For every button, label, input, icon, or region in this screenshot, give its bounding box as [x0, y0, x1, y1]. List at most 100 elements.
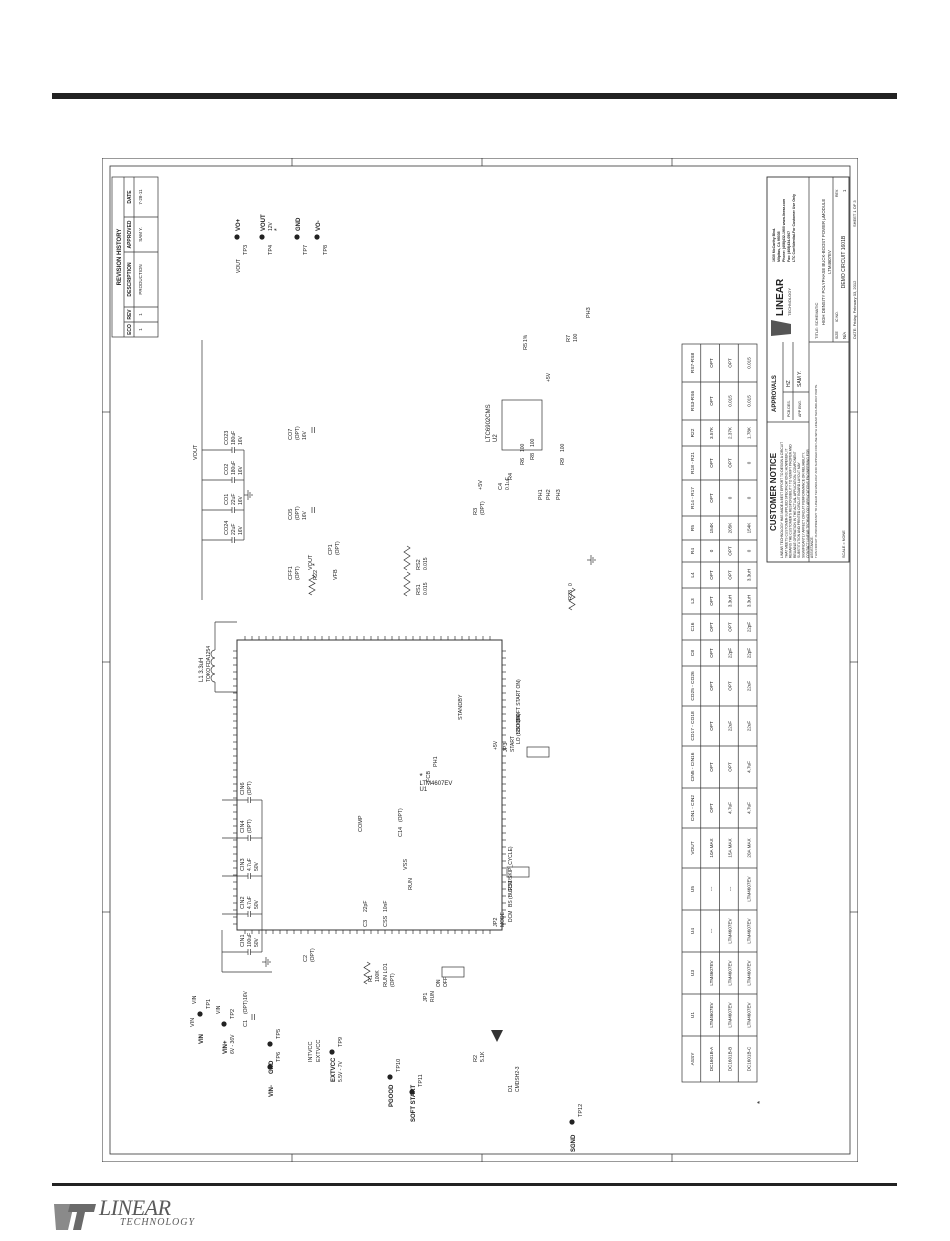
assy-cell: OPT	[728, 762, 733, 772]
assy-cell: OPT	[709, 396, 714, 406]
customer-notice-text: REMAINS THE CUSTOMER'S RESPONSIBILITY TO…	[789, 444, 793, 558]
testpoint-star: *	[274, 228, 281, 231]
rs1-ref: RS1	[416, 584, 422, 595]
testpoint-label: PGOOD	[389, 1084, 395, 1107]
assy-cell: OPT	[728, 570, 733, 580]
assy-cell: LTM4607EV	[728, 959, 733, 985]
revision-header: DATE	[127, 190, 133, 204]
customer-notice-text: LINEAR TECHNOLOGY HAS MADE A BEST EFFORT…	[780, 442, 784, 558]
assy-cell: LTM4607EV	[728, 1001, 733, 1027]
testpoint-net: VOUT	[236, 259, 242, 273]
cap-value: (OPT)	[295, 426, 301, 440]
cff1-ref: CFF1	[288, 566, 294, 580]
schematic-sheet: REVISION HISTORYECOREVDESCRIPTIONAPPROVE…	[102, 158, 858, 1162]
testpoint-label: VIN+	[223, 1040, 229, 1054]
c2-value: (OPT)	[310, 948, 316, 962]
cap-value: 16V	[238, 435, 244, 445]
revision-cell: 7-28-11	[138, 189, 143, 205]
assy-cell: OPT	[709, 721, 714, 731]
cap-value: 16V	[302, 430, 308, 440]
title-line2: LTM4607EV	[827, 250, 832, 274]
cap-ref: CO1	[224, 494, 230, 505]
assy-cell: OPT	[709, 681, 714, 691]
vout-net-label: VOUT	[193, 444, 199, 460]
revision-cell: PRODUCTION	[138, 264, 143, 294]
assy-cell: 15A MAX	[728, 838, 733, 857]
r5-ref: R5	[523, 343, 529, 350]
cap-value: 16V	[238, 525, 244, 535]
r22-ref: R22	[313, 570, 319, 580]
jp3-option: OFF	[516, 714, 522, 724]
testpoint-tp6-icon	[267, 1064, 273, 1070]
cap-value: (OPT)	[295, 506, 301, 520]
assy-cell: OPT	[709, 648, 714, 658]
assy-cell: OPT	[728, 358, 733, 368]
title-disclaimer: THIS CIRCUIT IS PROPRIETARY TO LINEAR TE…	[814, 384, 818, 558]
resistor-r1	[363, 961, 371, 985]
assy-cell: 22pF	[728, 648, 733, 659]
runlo1-ref: RUN LO1	[383, 963, 389, 987]
assy-cell: 1.78K	[746, 426, 751, 439]
jp1-ref: JP1	[423, 993, 429, 1002]
customer-notice-text: CONTACT LINEAR TECHNOLOGY APPLICATIONS E…	[806, 449, 810, 558]
led-d1-icon	[491, 1030, 503, 1042]
u1-module	[236, 639, 503, 931]
assy-cell: 0	[746, 496, 751, 499]
assy-header: U5	[690, 886, 696, 892]
testpoint-sub: 5.5V - 7V	[338, 1060, 344, 1082]
runlo1-value: (OPT)	[390, 973, 396, 987]
testpoint-label: GND	[296, 217, 302, 231]
cap-ref: CO24	[224, 521, 230, 535]
r3-ref: R3	[473, 508, 479, 515]
testpoint-label: SOFT START	[411, 1084, 417, 1122]
d1-ref: D1	[508, 1085, 514, 1092]
rs2-value: 0.015	[423, 557, 429, 570]
assy-cell: 3.3uH	[728, 595, 733, 607]
company-address: Fax: (408)434-0507	[787, 231, 791, 262]
assy-cell: 3.3uH	[746, 569, 751, 581]
assy-header: RS3-RS6	[690, 391, 696, 412]
customer-notice-text: SUBSTITUTION AND PRINTED CIRCUIT BOARD L…	[797, 461, 801, 558]
assy-cell: OPT	[728, 546, 733, 556]
cap-value: (OPT)	[247, 781, 253, 795]
jp3-option: LO (LDO ON)	[516, 713, 522, 744]
jp1-off: OFF	[443, 977, 449, 987]
company-address: LTC Confidential-For Customer Use Only	[792, 194, 796, 262]
inductor-l1-icon	[210, 649, 216, 683]
assy-footnote: *	[756, 1101, 765, 1104]
testpoint-ref: TP6	[276, 1052, 282, 1062]
assy-cell: 22uF	[746, 721, 751, 732]
customer-notice-text: RELIABLE OPERATION IN THE ACTUAL APPLICA…	[793, 451, 797, 558]
testpoint-tp4-icon	[259, 234, 265, 240]
assy-header: C8	[690, 650, 696, 656]
title-scale: SCALE = NONE	[842, 530, 846, 558]
r8-ref: R8	[530, 453, 536, 460]
customer-notice-title: CUSTOMER NOTICE	[769, 452, 778, 531]
approvals-title: APPROVALS	[772, 375, 778, 412]
title-date: DATE: Friday, February 03, 2012	[852, 280, 857, 339]
assy-cell: 4.7uF	[728, 802, 733, 814]
revision-cell: SAM Y.	[138, 227, 143, 242]
u2-oscillator	[501, 399, 543, 451]
testpoint-ref: TP7	[303, 245, 309, 255]
jp2-function: MODE	[500, 911, 506, 927]
customer-notice-text: THAT MEETS CUSTOMER-SUPPLIED SPECIFICATI…	[784, 449, 788, 558]
assy-cell: 3.3uH	[746, 595, 751, 607]
approvals-value: SAM Y.	[797, 371, 803, 387]
assy-header: R4	[690, 548, 696, 554]
testpoint-ref: TP4	[268, 245, 274, 255]
assy-cell: LTM4607EV	[746, 1001, 751, 1027]
testpoint-tp7-icon	[294, 234, 300, 240]
rs1-value: 0.015	[423, 582, 429, 595]
c4-ref: C4	[498, 483, 504, 490]
assy-header: CIN1 - CIN2	[690, 795, 696, 821]
assy-cell: 154K	[709, 522, 714, 534]
vss-label: VSS	[403, 859, 409, 870]
cap-value: 22uF	[231, 494, 237, 505]
title-demo: DEMO CIRCUIT 1601B	[841, 235, 847, 288]
cap-value: 16V	[238, 495, 244, 505]
assy-cell: DC1601B-C	[746, 1046, 751, 1071]
assy-cell: 20A MAX	[746, 838, 751, 857]
assy-cell: LTM4607EV	[709, 959, 714, 985]
linear-logo: LINEAR TECHNOLOGY	[52, 1196, 212, 1236]
